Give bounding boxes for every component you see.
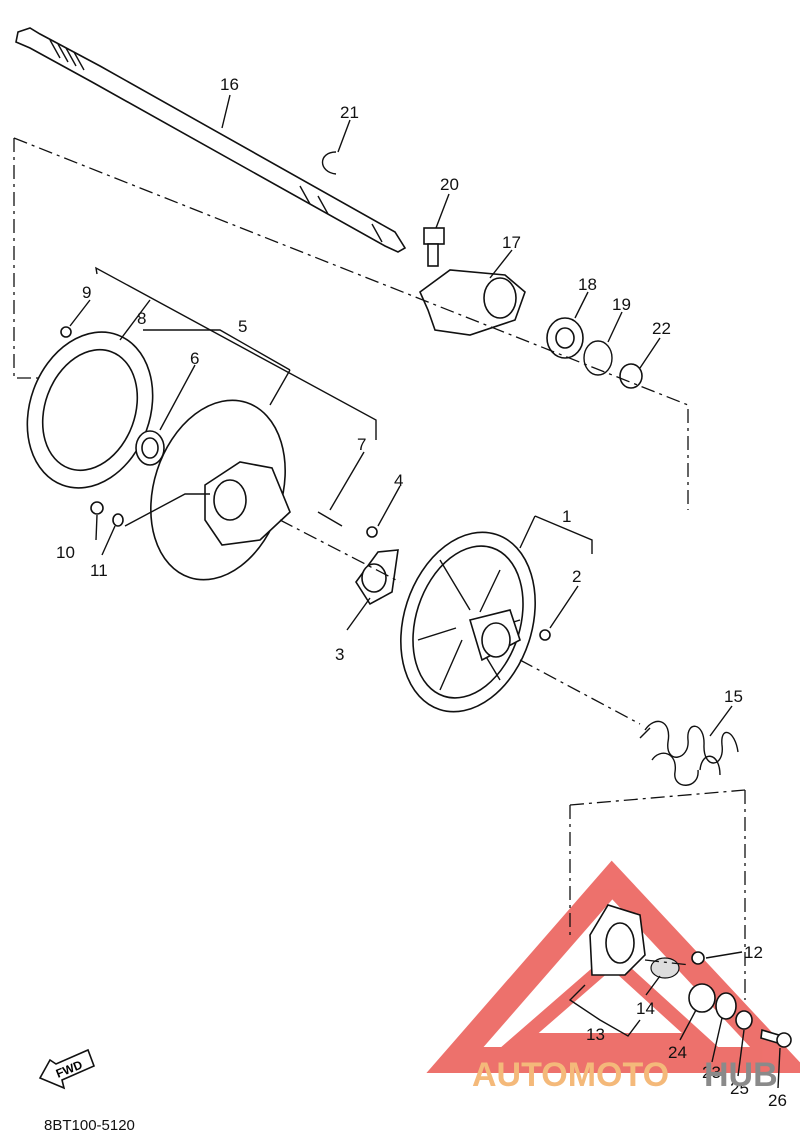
bolt-26-part bbox=[760, 1028, 792, 1048]
callout-6: 6 bbox=[190, 349, 199, 368]
leader-lines bbox=[69, 94, 781, 1089]
callout-11: 11 bbox=[90, 561, 108, 580]
bolt-part bbox=[423, 227, 445, 267]
callout-labels: 1 2 3 4 5 6 7 8 9 10 11 12 13 14 15 16 1… bbox=[56, 75, 787, 1110]
plate-part bbox=[26, 331, 154, 489]
callout-22: 22 bbox=[652, 319, 671, 338]
callout-1: 1 bbox=[562, 507, 571, 526]
nut-12-part bbox=[691, 951, 705, 965]
callout-17: 17 bbox=[502, 233, 521, 252]
centerlines bbox=[13, 137, 746, 1000]
screw-4-part bbox=[366, 526, 378, 538]
bolt-9-part bbox=[60, 326, 72, 338]
clip-part bbox=[321, 151, 337, 175]
fwd-arrow-icon: FWD bbox=[38, 1048, 96, 1090]
callout-20: 20 bbox=[440, 175, 459, 194]
callout-15: 15 bbox=[724, 687, 743, 706]
sliding-sheave-part bbox=[400, 531, 536, 713]
watermark-logo bbox=[426, 860, 800, 1073]
callout-14: 14 bbox=[636, 999, 655, 1018]
callout-13: 13 bbox=[586, 1025, 605, 1044]
callout-4: 4 bbox=[394, 471, 403, 490]
collar-part bbox=[135, 430, 165, 466]
callout-8: 8 bbox=[137, 309, 146, 328]
callout-16: 16 bbox=[220, 75, 239, 94]
diagram-code: 8BT100-5120 bbox=[44, 1117, 135, 1134]
cam-part bbox=[589, 904, 646, 976]
callout-10: 10 bbox=[56, 543, 75, 562]
callout-5: 5 bbox=[238, 317, 247, 336]
bolt-10-part bbox=[90, 501, 104, 515]
callout-9: 9 bbox=[82, 283, 91, 302]
pin-part bbox=[317, 511, 343, 527]
washer-23-part bbox=[715, 992, 737, 1020]
watermark-right-text: HUB bbox=[704, 1056, 778, 1094]
callout-21: 21 bbox=[340, 103, 359, 122]
callout-2: 2 bbox=[572, 567, 581, 586]
callout-23: 23 bbox=[702, 1063, 721, 1082]
callout-7: 7 bbox=[357, 435, 366, 454]
callout-18: 18 bbox=[578, 275, 597, 294]
collar-24-part bbox=[688, 983, 716, 1013]
callout-26: 26 bbox=[768, 1091, 787, 1110]
callout-12: 12 bbox=[744, 943, 763, 962]
shaft-part bbox=[15, 27, 407, 253]
washer-11-part bbox=[112, 513, 124, 527]
spring-part bbox=[639, 720, 739, 786]
callout-3: 3 bbox=[335, 645, 344, 664]
bearing-part bbox=[546, 317, 584, 359]
callout-19: 19 bbox=[612, 295, 631, 314]
callout-24: 24 bbox=[668, 1043, 687, 1062]
watermark-left-text: AUTOMOTO bbox=[472, 1056, 669, 1094]
circlip-part bbox=[583, 340, 613, 376]
washer-part bbox=[619, 363, 643, 389]
fixed-sheave-part bbox=[150, 399, 291, 581]
callout-25: 25 bbox=[730, 1079, 749, 1098]
washer-25-part bbox=[735, 1010, 753, 1030]
screw-2-part bbox=[539, 629, 551, 641]
